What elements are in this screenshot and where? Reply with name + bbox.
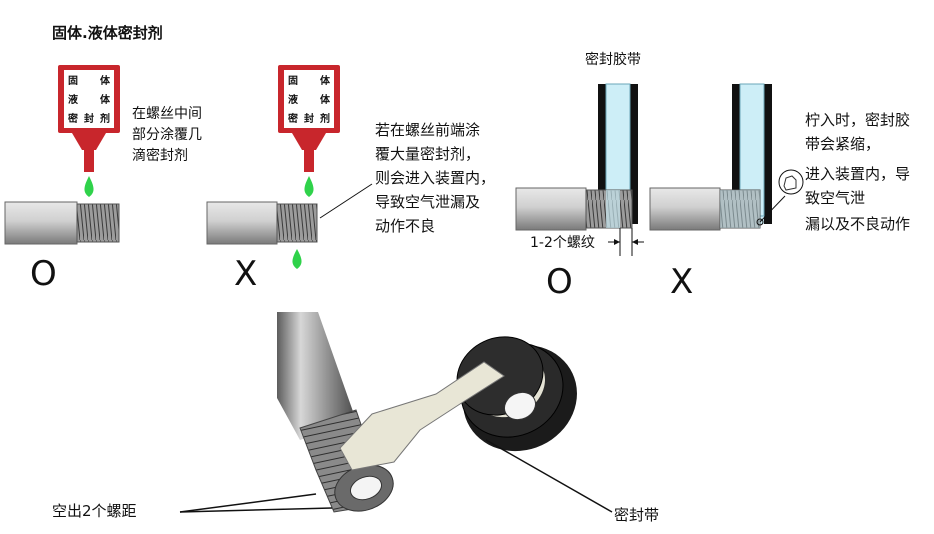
detail-tape-fragment — [783, 175, 797, 191]
leader-line-pitch-1 — [179, 493, 317, 513]
glue-drop-good — [84, 176, 94, 197]
bad-mark: X — [234, 254, 258, 294]
leader-line-pitch-2 — [179, 507, 333, 513]
bottle-label-char: 液 — [68, 95, 78, 106]
bottle-label-char: 封 — [304, 114, 314, 125]
bottle-label-char: 体 — [100, 95, 110, 106]
pitch-gap-label: 空出2个螺距 — [52, 502, 137, 520]
bottle-label-char: 体 — [320, 76, 330, 87]
good-note-line: 在螺丝中间 — [132, 106, 202, 122]
bottle-label-char: 液 — [288, 95, 298, 106]
pipe-tape-good — [515, 187, 633, 231]
bottle-label-char: 固 — [288, 76, 298, 87]
pipe-tape-bad — [649, 187, 761, 231]
bad-note-line: 覆大量密封剂， — [375, 145, 481, 163]
gap-dimension-label: 1-2个螺纹 — [530, 235, 595, 251]
tape-strip — [339, 361, 505, 471]
tape-section-title: 密封胶带 — [585, 52, 641, 68]
bottle-label-char: 剂 — [100, 114, 110, 125]
tape-bad-note-line: 进入装置内，导 — [805, 165, 911, 183]
sealing-tape-label: 密封带 — [614, 506, 660, 524]
leader-line-tape-label — [485, 439, 613, 513]
pipe-bad — [206, 201, 318, 245]
sealant-section-title: 固体.液体密封剂 — [52, 24, 163, 42]
good-note-line: 滴密封剂 — [132, 148, 188, 164]
bad-note-line: 若在螺丝前端涂 — [375, 121, 481, 139]
tape-bad-note-line: 漏以及不良动作 — [805, 215, 911, 233]
glue-drop-bad-bottom — [292, 249, 302, 269]
good-note-line: 部分涂覆几 — [132, 127, 202, 143]
bottle-label-char: 密 — [68, 114, 78, 125]
gap-dimension — [608, 228, 644, 256]
bottle-label-char: 密 — [288, 114, 298, 125]
bad-note-line: 导致空气泄漏及 — [375, 193, 481, 211]
bottle-label-char: 体 — [320, 95, 330, 106]
bottle-label-char: 剂 — [320, 114, 330, 125]
leader-line-bad-note — [319, 183, 373, 219]
bottle-good — [58, 65, 120, 172]
leader-line-tape — [759, 195, 786, 223]
bottle-label-char: 固 — [68, 76, 78, 87]
tape-bad-note-line: 带会紧缩， — [805, 135, 881, 153]
tape-bad-mark: X — [670, 262, 694, 302]
bottle-bad — [278, 65, 340, 172]
bad-note-line: 则会进入装置内， — [375, 169, 496, 187]
bottle-label-char: 体 — [100, 76, 110, 87]
pipe-good — [4, 201, 120, 245]
bottle-label-char: 封 — [84, 114, 94, 125]
tape-bad-note-line: 致空气泄 — [805, 189, 866, 207]
bad-note-line: 动作不良 — [375, 217, 436, 235]
glue-drop-bad-top — [304, 176, 314, 197]
tape-bad-note-line: 柠入时，密封胶 — [805, 111, 911, 129]
tape-good-mark: O — [546, 262, 573, 302]
good-mark: O — [30, 254, 57, 294]
